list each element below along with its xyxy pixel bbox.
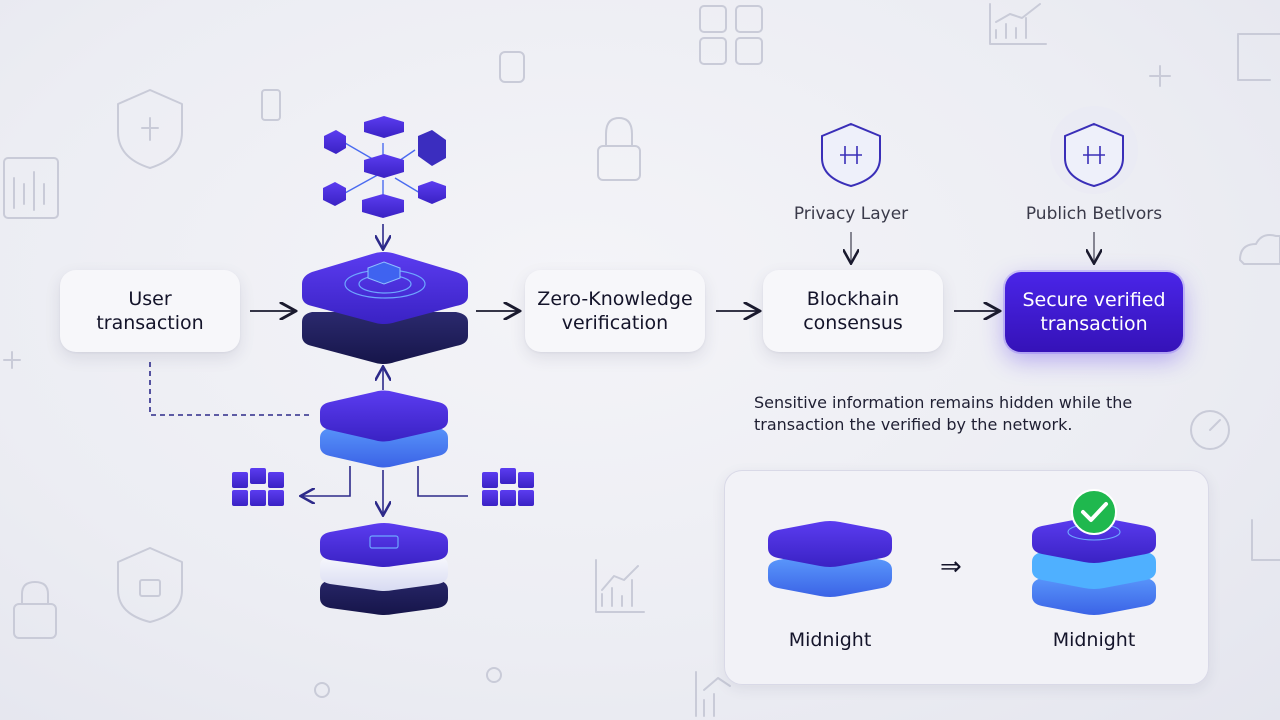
public-network-label: Publich Betlvors	[1025, 204, 1163, 224]
blockchain-consensus-label: Blockhain consensus	[803, 288, 903, 334]
info-text: Sensitive information remains hidden whi…	[754, 393, 1133, 434]
implies-arrow: ⇒	[940, 552, 962, 582]
bg-clock-icon	[1190, 410, 1230, 450]
bg-cloud-icon	[1239, 234, 1280, 265]
midnight-panel	[724, 470, 1209, 685]
bg-lock-icon-2	[13, 603, 57, 639]
bg-lock-icon	[597, 145, 641, 181]
secure-verified-label: Secure verified transaction	[1022, 289, 1166, 335]
bg-chart-icon-3	[695, 671, 731, 717]
bg-circuit-icon	[3, 157, 59, 219]
midnight-before-label: Midnight	[788, 629, 872, 651]
bg-shield-icon-2	[117, 547, 183, 623]
bg-chart-icon	[989, 3, 1047, 45]
blockchain-consensus-box: Blockhain consensus	[763, 270, 943, 352]
midnight-after-label: Midnight	[1052, 629, 1136, 651]
user-transaction-label: User transaction	[96, 288, 204, 334]
zk-verification-box: Zero-Knowledge verification	[525, 270, 705, 352]
zk-verification-label: Zero-Knowledge verification	[537, 288, 693, 334]
bg-chart-icon-2	[595, 559, 645, 613]
bg-shield-icon	[117, 89, 183, 169]
user-transaction-box: User transaction	[60, 270, 240, 352]
privacy-layer-label: Privacy Layer	[793, 204, 909, 224]
bg-grid-icon	[699, 5, 727, 33]
secure-verified-box: Secure verified transaction	[1005, 272, 1183, 352]
